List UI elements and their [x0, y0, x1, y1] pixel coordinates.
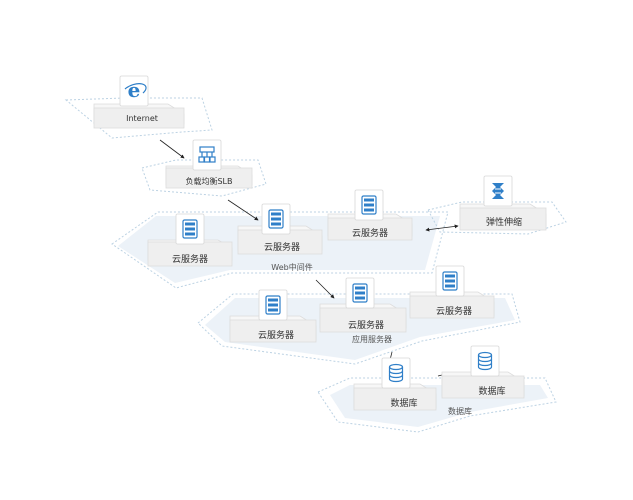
autoscale-icon [492, 183, 504, 199]
connector-slb-web [227, 199, 259, 221]
slb-label: 负载均衡SLB [185, 176, 232, 186]
connector-web-app [315, 279, 335, 299]
db-1-label: 数据库 [390, 397, 417, 409]
node-web-server-3[interactable]: 云服务器 [327, 189, 413, 241]
internet-zone [64, 97, 213, 139]
node-internet[interactable]: e Internet [93, 75, 185, 129]
node-slb[interactable]: 负载均衡SLB [165, 139, 253, 189]
group-db-label: 数据库 [448, 406, 472, 416]
group-web-label: Web中间件 [271, 262, 312, 272]
server-icon [442, 271, 458, 291]
connector-web-autoscale [425, 224, 459, 232]
load-balancer-icon [198, 146, 216, 163]
web-server-1-label: 云服务器 [172, 253, 208, 265]
server-icon [361, 195, 377, 215]
server-icon [182, 219, 198, 239]
node-db-2[interactable]: 数据库 [441, 345, 525, 399]
node-web-server-2[interactable]: 云服务器 [237, 203, 323, 255]
node-app-server-1[interactable]: 云服务器 [229, 289, 317, 343]
server-icon [268, 209, 284, 229]
connector-internet-slb [159, 139, 185, 159]
slb-zone [141, 159, 267, 197]
node-autoscale[interactable]: 弹性伸缩 [459, 175, 547, 231]
db-2-label: 数据库 [478, 385, 505, 397]
node-app-server-2[interactable]: 云服务器 [319, 277, 407, 333]
node-app-server-3[interactable]: 云服务器 [409, 265, 495, 319]
app-server-2-label: 云服务器 [348, 319, 384, 331]
node-web-server-1[interactable]: 云服务器 [147, 213, 233, 267]
app-server-1-label: 云服务器 [258, 329, 294, 341]
svg-text:e: e [128, 78, 141, 102]
group-app-label: 应用服务器 [352, 334, 392, 344]
internet-explorer-icon: e [124, 78, 147, 102]
web-server-2-label: 云服务器 [264, 241, 300, 253]
node-db-1[interactable]: 数据库 [353, 357, 437, 411]
app-server-3-label: 云服务器 [436, 305, 472, 317]
web-server-3-label: 云服务器 [352, 227, 388, 239]
internet-label: Internet [126, 114, 158, 123]
autoscale-zone [427, 201, 567, 235]
server-icon [265, 295, 281, 315]
autoscale-label: 弹性伸缩 [486, 216, 522, 228]
server-icon [352, 283, 368, 303]
